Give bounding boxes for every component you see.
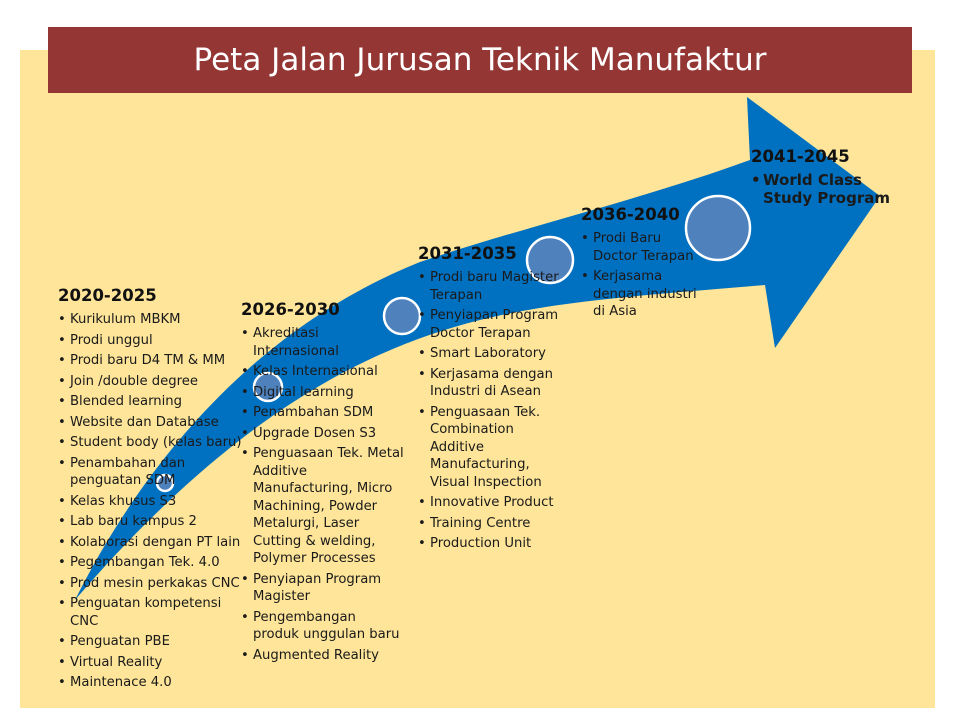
phase-item: Penguatan PBE <box>58 633 248 651</box>
phase-item: Prodi Baru Doctor Terapan <box>581 230 706 265</box>
phase-items: Akreditasi InternasionalKelas Internasio… <box>241 325 406 664</box>
phase-item: Student body (kelas baru) <box>58 434 248 452</box>
phase-period: 2036-2040 <box>581 205 680 224</box>
phase-item: Join /double degree <box>58 373 248 391</box>
phase-period: 2031-2035 <box>418 244 517 263</box>
curved-arrow-shape <box>75 97 880 600</box>
phase-period: 2020-2025 <box>58 286 157 305</box>
phase-item: Innovative Product <box>418 494 568 512</box>
phase-item: Penguasaan Tek. Metal Additive Manufactu… <box>241 445 406 568</box>
phase-2031-2035: 2031-2035 Prodi baru Magister TerapanPen… <box>418 244 568 556</box>
phase-period: 2026-2030 <box>241 300 340 319</box>
phase-item: Akreditasi Internasional <box>241 325 406 360</box>
phase-item: Penguatan kompetensi CNC <box>58 595 248 630</box>
phase-item: Prod mesin perkakas CNC <box>58 575 248 593</box>
phase-item: Penyiapan Program Magister <box>241 571 406 606</box>
phase-item: Penyiapan Program Doctor Terapan <box>418 307 568 342</box>
phase-item: Virtual Reality <box>58 654 248 672</box>
phase-item: Penambahan dan penguatan SDM <box>58 455 248 490</box>
phase-item: Training Centre <box>418 515 568 533</box>
phase-2036-2040: 2036-2040 Prodi Baru Doctor TerapanKerja… <box>581 205 706 324</box>
phase-item: Pegembangan Tek. 4.0 <box>58 554 248 572</box>
phase-item: Prodi unggul <box>58 332 248 350</box>
slide-title: Peta Jalan Jurusan Teknik Manufaktur <box>48 27 912 93</box>
phase-item: Penambahan SDM <box>241 404 406 422</box>
phase-item: Blended learning <box>58 393 248 411</box>
phase-items: Kurikulum MBKM Prodi unggulProdi baru D4 … <box>58 311 248 692</box>
phase-items: Prodi Baru Doctor TerapanKerjasama denga… <box>581 230 706 321</box>
phase-item: Kelas khusus S3 <box>58 493 248 511</box>
phase-item: Upgrade Dosen S3 <box>241 425 406 443</box>
phase-item: Prodi baru D4 TM & MM <box>58 352 248 370</box>
phase-2020-2025: 2020-2025 Kurikulum MBKM Prodi unggulProd… <box>58 286 248 695</box>
phase-item: Website dan Database <box>58 414 248 432</box>
phase-item: Kolaborasi dengan PT lain <box>58 534 248 552</box>
phase-item: Prodi baru Magister Terapan <box>418 269 568 304</box>
phase-items: World Class Study Program <box>751 171 891 207</box>
phase-item: Augmented Reality <box>241 647 406 665</box>
phase-item: Kerjasama dengan industri di Asia <box>581 268 706 321</box>
phase-item: Pengembangan produk unggulan baru <box>241 609 406 644</box>
phase-item: World Class Study Program <box>751 171 891 207</box>
phase-item: Kelas Internasional <box>241 363 406 381</box>
phase-item: Digital learning <box>241 384 406 402</box>
phase-2026-2030: 2026-2030 Akreditasi InternasionalKelas … <box>241 300 406 667</box>
phase-items: Prodi baru Magister TerapanPenyiapan Pro… <box>418 269 568 553</box>
phase-item: Production Unit <box>418 535 568 553</box>
phase-item: Kurikulum MBKM <box>58 311 248 329</box>
phase-period: 2041-2045 <box>751 147 850 166</box>
phase-item: Smart Laboratory <box>418 345 568 363</box>
phase-item: Kerjasama dengan Industri di Asean <box>418 366 568 401</box>
phase-item: Lab baru kampus 2 <box>58 513 248 531</box>
phase-2041-2045: 2041-2045 World Class Study Program <box>751 147 891 210</box>
phase-item: Penguasaan Tek. Combination Additive Man… <box>418 404 568 492</box>
phase-item: Maintenace 4.0 <box>58 674 248 692</box>
